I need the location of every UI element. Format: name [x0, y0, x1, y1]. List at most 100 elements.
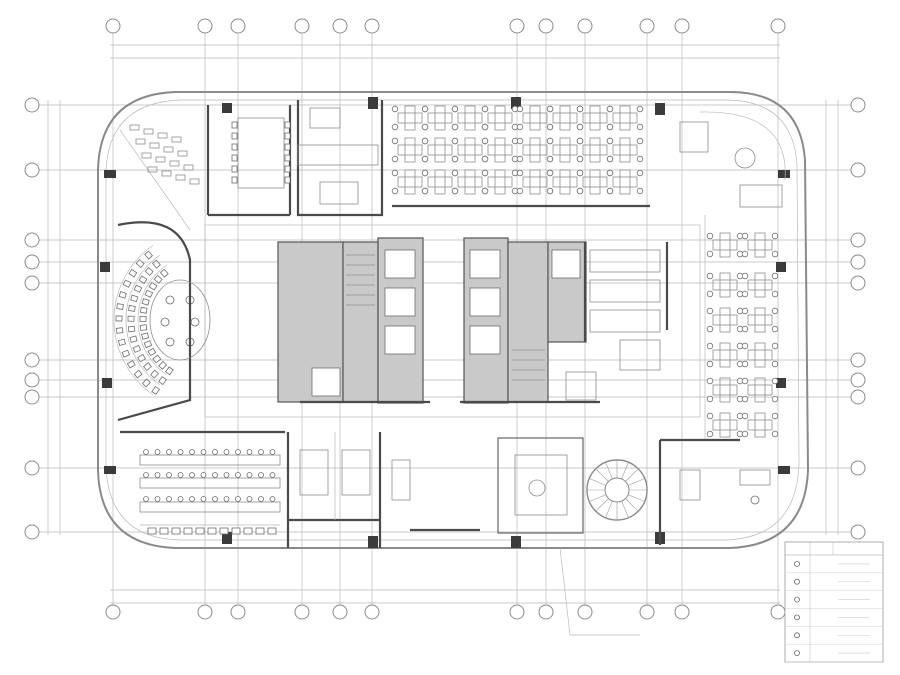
workstation-pod — [516, 169, 554, 195]
workstation-pod — [481, 169, 519, 195]
auditorium-seat — [116, 303, 124, 310]
bench-seat — [267, 527, 277, 535]
auditorium-seat — [159, 268, 169, 278]
grid-bubble — [850, 460, 866, 476]
training-chair — [143, 128, 154, 135]
bench-seat — [219, 527, 229, 535]
auditorium-seat — [150, 369, 159, 379]
open-office-workstations-north — [391, 105, 650, 208]
meeting-chair — [284, 176, 291, 184]
grid-bubble — [364, 18, 380, 34]
reception-area — [296, 100, 384, 217]
lecture-hall-wall — [117, 221, 192, 422]
auditorium-seat — [133, 369, 143, 379]
building-outline — [97, 91, 810, 549]
training-table-row — [139, 472, 281, 489]
bench-seat — [207, 527, 217, 535]
workstation-pod — [706, 342, 744, 368]
auditorium-seat — [122, 279, 132, 288]
training-chair — [155, 156, 166, 163]
stage-chair — [165, 337, 175, 347]
restroom-stalls — [565, 249, 661, 401]
grid-bubble — [509, 18, 525, 34]
stage-chair — [190, 317, 200, 327]
structural-columns — [100, 97, 790, 548]
stage-chair — [160, 317, 170, 327]
training-chair — [149, 142, 160, 149]
meeting-chair — [231, 165, 238, 173]
building-inner-outline — [105, 99, 800, 541]
training-chair — [129, 124, 140, 131]
lecture-stage-table — [149, 279, 211, 361]
training-table-row — [139, 496, 281, 513]
grid-bubble — [24, 460, 40, 476]
office-southeast — [658, 438, 771, 545]
open-office-workstations-east — [704, 215, 779, 440]
seating-tier-line — [137, 264, 167, 376]
seating-tier-line — [125, 255, 160, 385]
grid-bubble — [850, 524, 866, 540]
grid-bubble — [294, 604, 310, 620]
training-chair — [147, 166, 158, 173]
annotation-leader-line — [559, 547, 640, 636]
workstation-pod — [741, 342, 779, 368]
training-room — [139, 449, 281, 535]
grid-bubble — [105, 604, 121, 620]
stair-tread — [627, 494, 645, 502]
grid-bubble — [577, 604, 593, 620]
top-left-rooms — [119, 105, 292, 231]
legend-symbol — [794, 650, 800, 656]
elevator-cars — [311, 249, 581, 397]
grid-bubble — [770, 604, 786, 620]
grid-bubble — [639, 604, 655, 620]
meeting-chair — [284, 154, 291, 162]
auditorium-seat — [115, 315, 123, 322]
training-room-walls — [120, 430, 285, 526]
meeting-chair — [284, 121, 291, 129]
grid-bubble — [674, 18, 690, 34]
grid-bubble — [509, 604, 525, 620]
auditorium-seat — [141, 298, 150, 306]
bench-seat — [171, 527, 181, 535]
bench-seat — [195, 527, 205, 535]
legend-symbol — [794, 561, 800, 567]
grid-bubble — [294, 18, 310, 34]
auditorium-seat — [152, 354, 162, 364]
workstation-pod — [606, 137, 644, 163]
auditorium-seat — [127, 315, 135, 322]
legend-symbol — [794, 614, 800, 621]
grid-bubbles-left — [24, 97, 40, 540]
auditorium-seat — [121, 349, 131, 358]
auditorium-seat — [132, 344, 142, 353]
training-chair — [189, 178, 200, 185]
stair-tread — [605, 462, 613, 480]
grid-bubble — [850, 372, 866, 388]
training-table-row — [139, 449, 281, 466]
auditorium-seat — [143, 340, 153, 349]
workstation-pod — [706, 377, 744, 403]
grid-bubble — [850, 254, 866, 270]
meeting-chair — [231, 154, 238, 162]
grid-bubble — [850, 97, 866, 113]
auditorium-seat — [128, 268, 138, 278]
grid-bubbles-top — [105, 18, 786, 34]
bench-seat — [159, 527, 169, 535]
legend-symbol — [794, 596, 800, 603]
stage-chair — [165, 295, 175, 305]
auditorium-seat — [158, 360, 168, 370]
workstation-pod — [706, 232, 744, 258]
auditorium-seat — [144, 250, 153, 260]
auditorium-seat — [127, 325, 136, 333]
auditorium-seat — [153, 274, 163, 284]
auditorium-seat — [128, 305, 136, 312]
grid-bubble — [24, 275, 40, 291]
auditorium-seat — [117, 338, 126, 346]
stair-tread — [589, 478, 607, 486]
legend-symbol — [794, 578, 800, 585]
stair-tread — [621, 500, 629, 518]
auditorium-seat — [147, 347, 157, 357]
seating-tier-line — [113, 245, 154, 395]
grid-bubble — [332, 604, 348, 620]
meeting-chair — [231, 176, 238, 184]
